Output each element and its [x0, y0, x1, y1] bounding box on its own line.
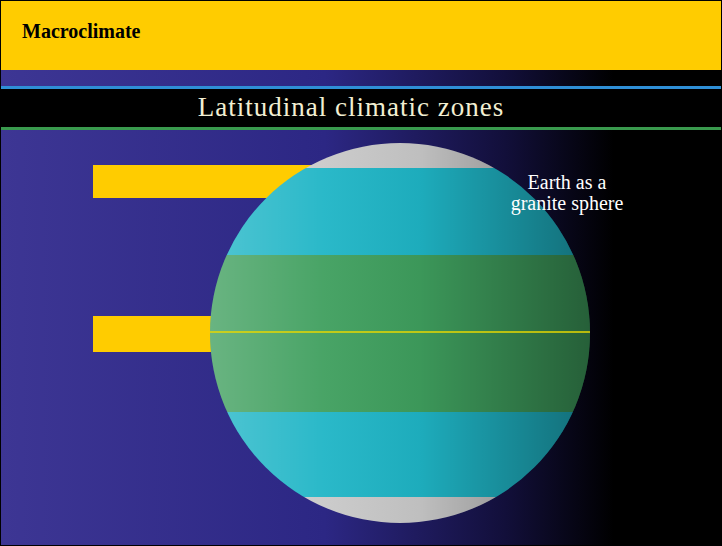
header-bar — [0, 0, 722, 70]
rule-green — [0, 127, 722, 130]
slide-heading: Latitudinal climatic zones — [0, 90, 712, 125]
rule-blue — [0, 86, 722, 89]
slide-ground — [0, 70, 722, 546]
figure-note: Earth as a granite sphere — [508, 172, 626, 214]
slide-title: Macroclimate — [22, 20, 140, 43]
